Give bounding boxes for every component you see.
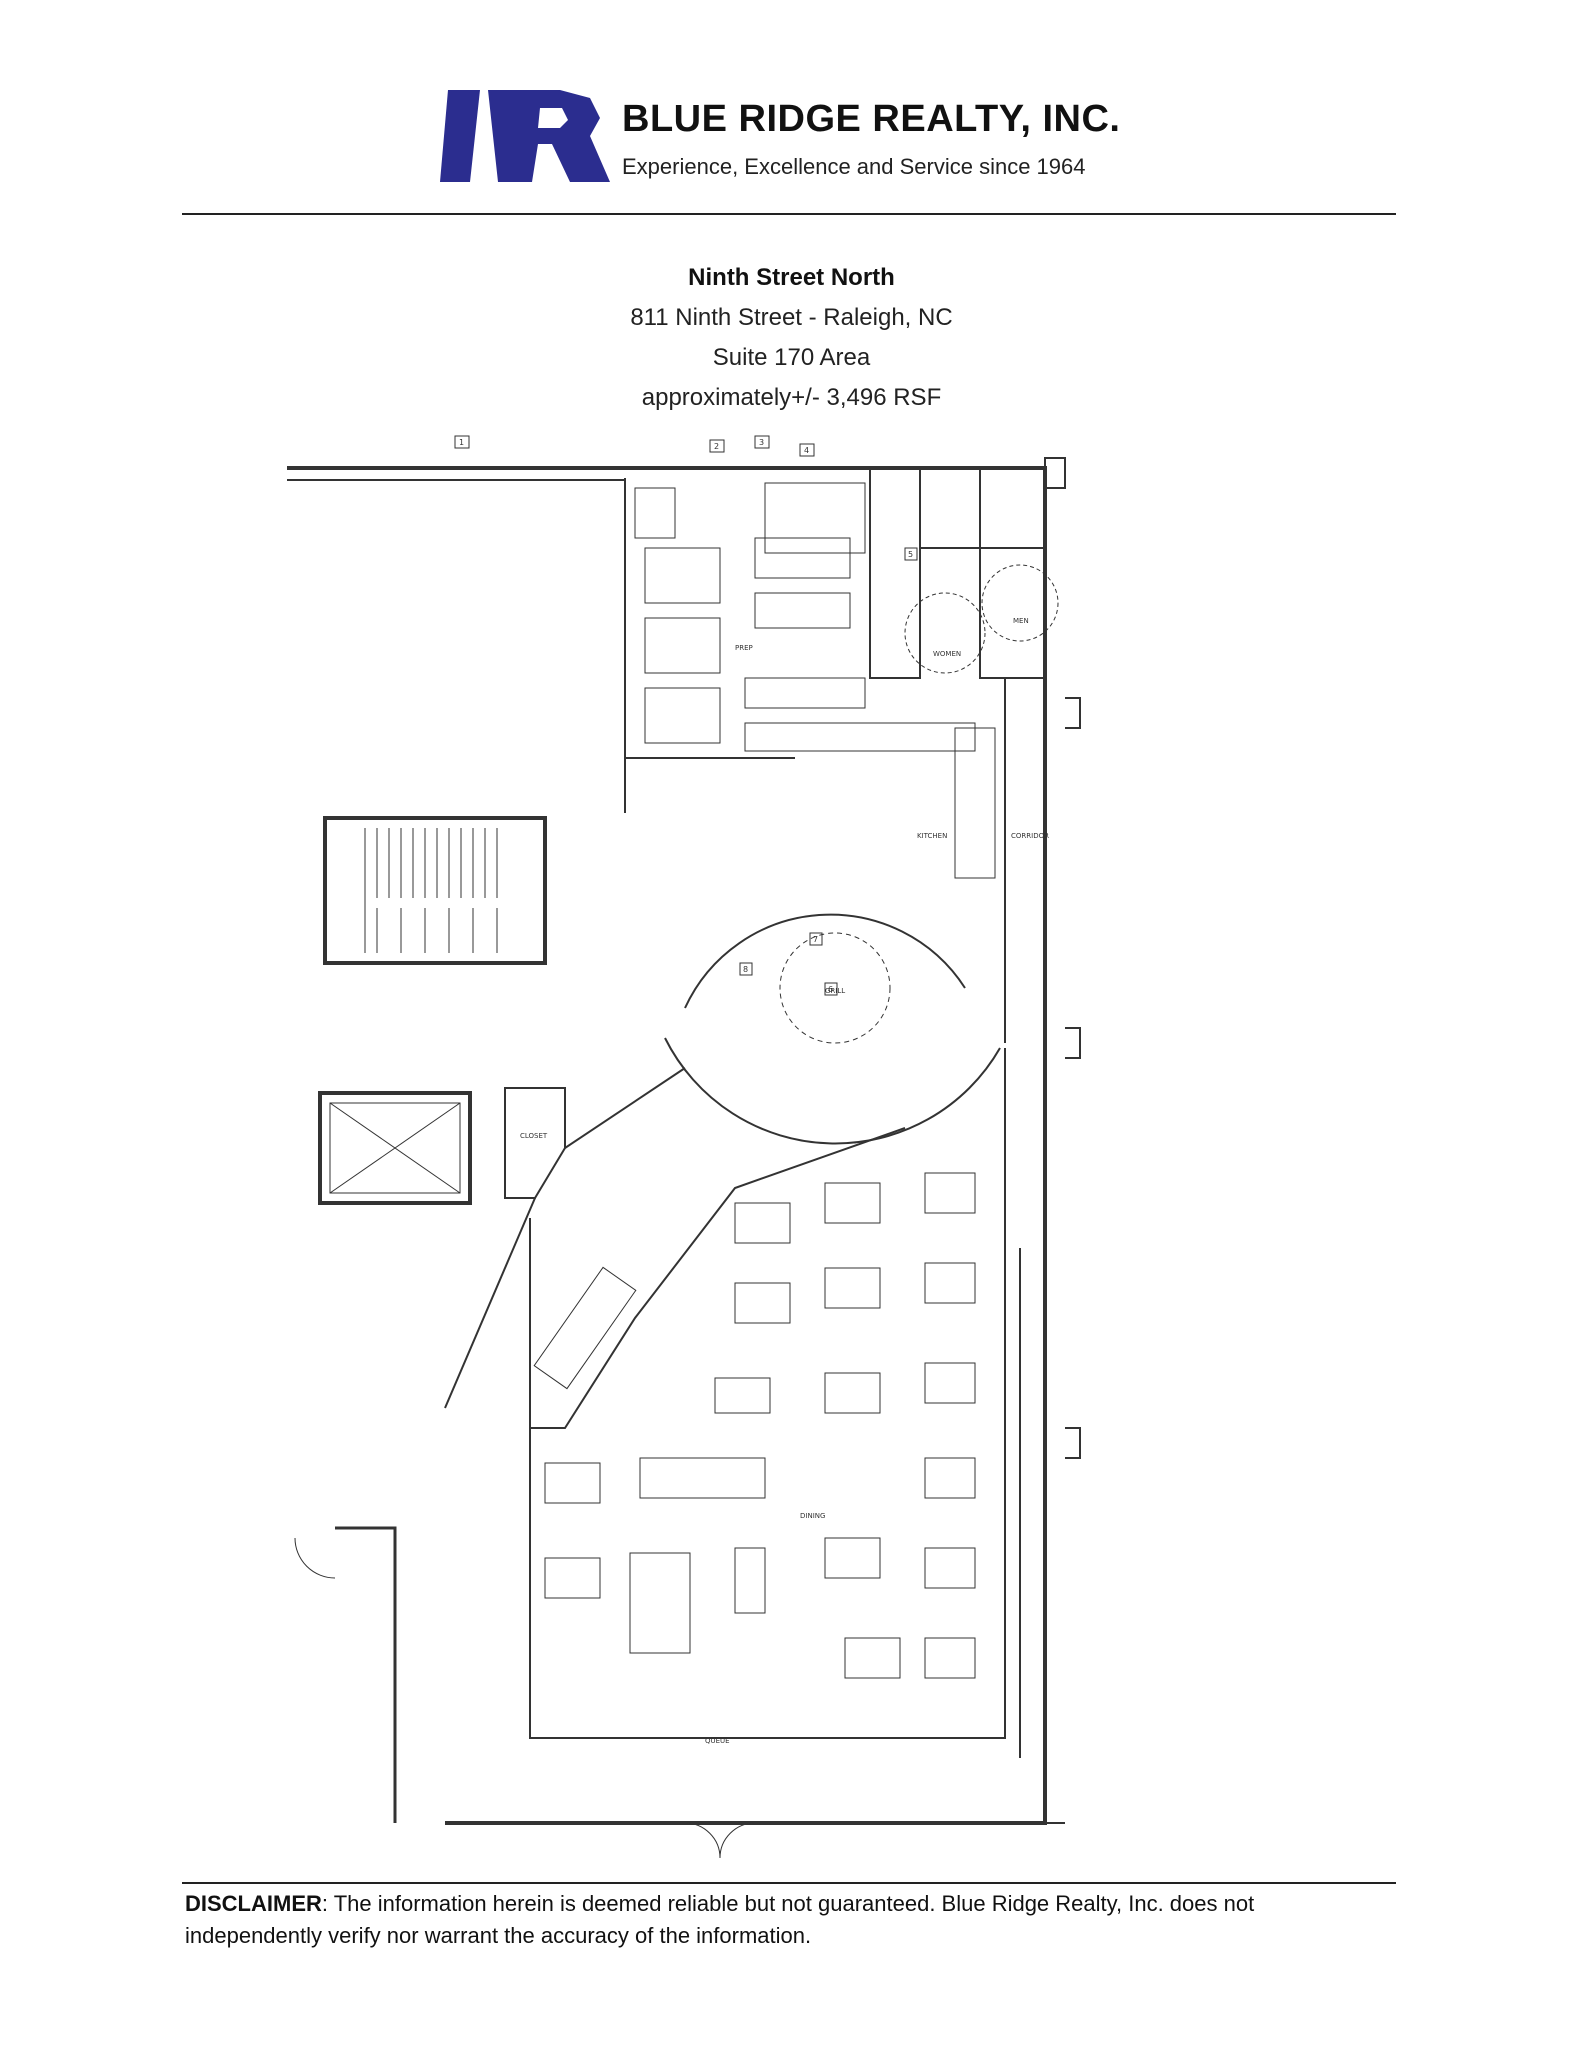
callout-3: 3 xyxy=(759,438,764,447)
callout-8: 8 xyxy=(743,965,748,974)
label-dining: DINING xyxy=(800,1512,825,1520)
disclaimer-label: DISCLAIMER xyxy=(185,1891,322,1916)
property-title-block: Ninth Street North 811 Ninth Street - Ra… xyxy=(0,258,1583,418)
property-area: approximately+/- 3,496 RSF xyxy=(641,384,942,411)
label-grill: GRILL xyxy=(825,987,845,995)
footer-divider xyxy=(182,1882,1396,1884)
callout-6: 6 xyxy=(828,985,833,994)
label-kitchen: KITCHEN xyxy=(917,832,947,840)
callout-4: 4 xyxy=(804,446,809,455)
label-men: MEN xyxy=(1013,617,1029,625)
property-address: 811 Ninth Street - Raleigh, NC xyxy=(630,304,953,331)
disclaimer-text: : The information herein is deemed relia… xyxy=(185,1891,1255,1948)
label-corridor: CORRIDOR xyxy=(1011,832,1049,840)
header-divider xyxy=(182,213,1396,215)
callout-1: 1 xyxy=(459,438,464,447)
callout-5: 5 xyxy=(908,550,913,559)
company-name: BLUE RIDGE REALTY, INC. xyxy=(622,98,1121,140)
property-suite: Suite 170 Area xyxy=(712,344,871,371)
label-queue: QUEUE xyxy=(705,1737,730,1745)
label-women: WOMEN xyxy=(933,650,961,658)
label-prep: PREP xyxy=(735,644,753,652)
disclaimer: DISCLAIMER: The information herein is de… xyxy=(185,1888,1395,1952)
floor-plan: PREP WOMEN MEN KITCHEN CORRIDOR GRILL CL… xyxy=(265,428,1325,1868)
company-logo xyxy=(440,88,615,184)
callout-7: 7 xyxy=(813,935,818,944)
callout-2: 2 xyxy=(714,442,719,451)
company-tagline: Experience, Excellence and Service since… xyxy=(622,154,1086,179)
label-closet: CLOSET xyxy=(520,1132,548,1140)
property-name: Ninth Street North xyxy=(688,264,895,291)
